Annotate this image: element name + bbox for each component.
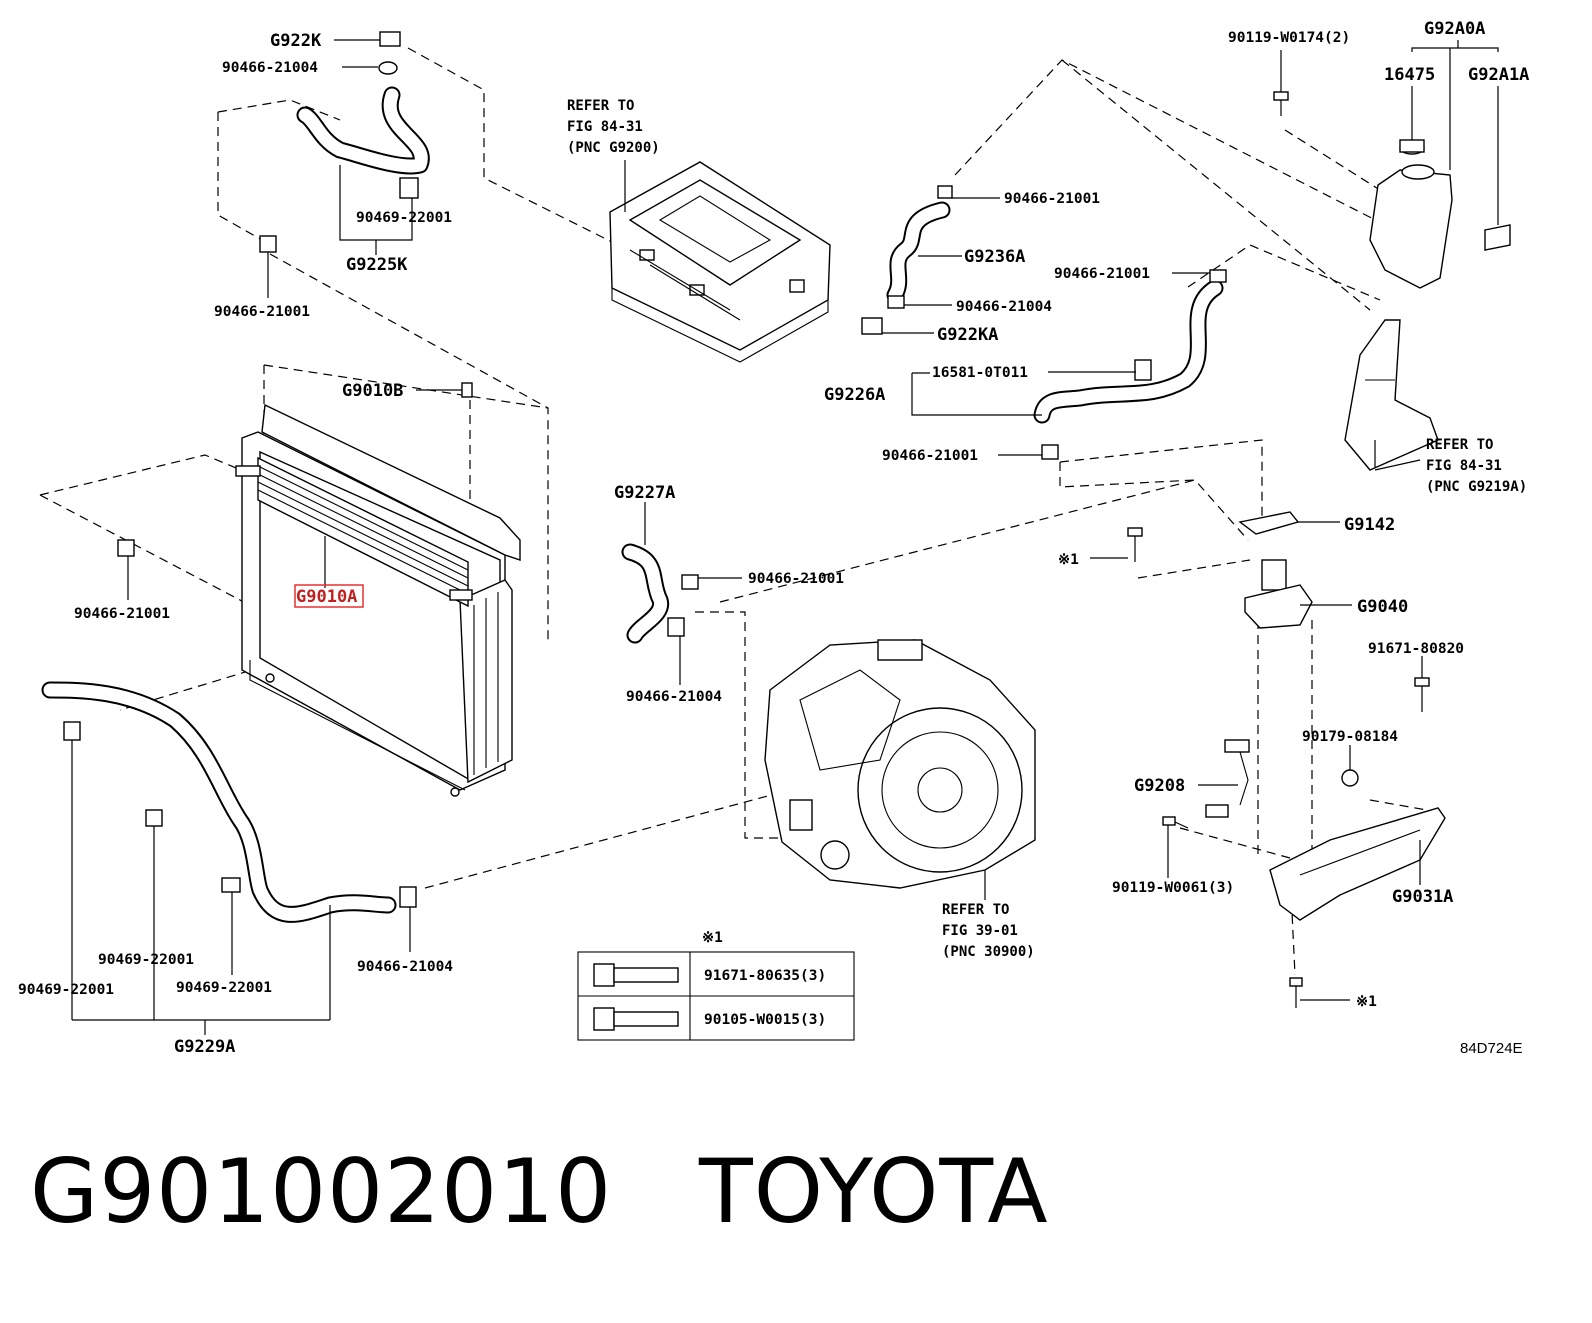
leader-lines <box>71 39 1499 1035</box>
clamp-90469-22001-d <box>221 877 241 893</box>
label-90119-w0061: 90119-W0061(3) <box>1112 880 1234 896</box>
radiator-assembly <box>235 403 521 797</box>
label-g922k: G922K <box>270 31 322 51</box>
label-g9010a[interactable]: G9010A <box>296 587 357 607</box>
label-16475: 16475 <box>1384 65 1435 85</box>
bolt-flange-icon <box>593 963 615 987</box>
bolt-mark1-b <box>1289 977 1303 987</box>
label-g9142: G9142 <box>1344 515 1395 535</box>
ref-reservoir-line3: (PNC G9219A) <box>1426 479 1527 495</box>
label-g9031a: G9031A <box>1392 887 1453 907</box>
footer-caption: G901002010 TOYOTA <box>30 1140 1049 1243</box>
label-91671-80820: 91671-80820 <box>1368 641 1464 657</box>
label-g92a1a: G92A1A <box>1468 65 1529 85</box>
bolt-90119-w0174 <box>1273 91 1289 101</box>
bolt-table-row-1: 91671-80635(3) <box>704 968 826 984</box>
clamp-90469-22001-a <box>399 177 419 199</box>
label-90466-21004: 90466-21004 <box>626 689 722 705</box>
clamp-90466-21001-e <box>1041 444 1059 460</box>
bolt-flange-icon <box>593 1007 615 1031</box>
clamp-90466-21001-f <box>681 574 699 590</box>
ref-inverter-line2: FIG 84-31 <box>567 119 643 135</box>
bolt-91671-80820 <box>1414 677 1430 687</box>
ref-transaxle-line3: (PNC 30900) <box>942 944 1035 960</box>
clamp-g922k <box>379 31 401 47</box>
label-90119-w0174: 90119-W0174(2) <box>1228 30 1350 46</box>
clamp-90466-21001-d <box>1209 269 1227 283</box>
water-pump-assembly <box>1205 511 1446 921</box>
ref-inverter-line3: (PNC G9200) <box>567 140 660 156</box>
label-g9236a: G9236A <box>964 247 1025 267</box>
label-mark1: ※1 <box>1356 994 1377 1010</box>
label-mark1: ※1 <box>1058 552 1079 568</box>
label-90466-21001: 90466-21001 <box>882 448 978 464</box>
label-90466-21004: 90466-21004 <box>956 299 1052 315</box>
ref-transaxle-line1: REFER TO <box>942 902 1009 918</box>
clamp-90466-21001-c <box>937 185 953 199</box>
label-90469-22001: 90469-22001 <box>98 952 194 968</box>
label-90469-22001: 90469-22001 <box>18 982 114 998</box>
footer-brand: TOYOTA <box>699 1140 1049 1243</box>
reservoir-assembly <box>1344 139 1511 471</box>
clamps <box>63 31 1359 908</box>
ref-transaxle-line2: FIG 39-01 <box>942 923 1018 939</box>
callout-labels: G922K 90466-21004 90469-22001 G9225K 904… <box>18 19 1529 1057</box>
label-g92a0a: G92A0A <box>1424 19 1485 39</box>
label-90466-21001: 90466-21001 <box>1054 266 1150 282</box>
label-90179-08184: 90179-08184 <box>1302 729 1398 745</box>
clamp-90469-22001-c <box>145 809 163 827</box>
cap-g9010b <box>461 382 473 398</box>
label-g9208: G9208 <box>1134 776 1185 796</box>
bolt-90119-w0061 <box>1162 816 1176 826</box>
clip-90466-21004-d <box>399 886 417 908</box>
label-90466-21004: 90466-21004 <box>222 60 318 76</box>
bolt-table <box>577 951 855 1041</box>
diagram-code: 84D724E <box>1460 1040 1523 1057</box>
label-90466-21001: 90466-21001 <box>214 304 310 320</box>
label-g922ka: G922KA <box>937 325 998 345</box>
label-g9225k: G9225K <box>346 255 408 275</box>
bolt-mark1-a <box>1127 527 1143 537</box>
footer-part-number: G901002010 <box>30 1140 613 1243</box>
clip-90466-21004-c <box>667 617 685 637</box>
label-g9229a: G9229A <box>174 1037 235 1057</box>
clamp-16581-0t011 <box>1134 359 1152 381</box>
bolt-table-row-2: 90105-W0015(3) <box>704 1012 826 1028</box>
clamp-90466-21001-b <box>117 539 135 557</box>
label-90466-21001: 90466-21001 <box>748 571 844 587</box>
highlight-g9010a <box>294 584 364 608</box>
label-g9010b: G9010B <box>342 381 403 401</box>
ref-reservoir-line1: REFER TO <box>1426 437 1493 453</box>
label-90469-22001: 90469-22001 <box>176 980 272 996</box>
ref-inverter-line1: REFER TO <box>567 98 634 114</box>
label-g9040: G9040 <box>1357 597 1408 617</box>
clip-90466-21004-a <box>378 61 398 75</box>
ref-reservoir-line2: FIG 84-31 <box>1426 458 1502 474</box>
clamp-90466-21001-a <box>259 235 277 253</box>
clamp-90469-22001-b <box>63 721 81 741</box>
label-90466-21004: 90466-21004 <box>357 959 453 975</box>
label-90466-21001: 90466-21001 <box>1004 191 1100 207</box>
label-g9226a: G9226A <box>824 385 885 405</box>
label-90466-21001: 90466-21001 <box>74 606 170 622</box>
fitting-g922ka <box>861 317 883 335</box>
clip-90466-21004-b <box>887 295 905 309</box>
transaxle-assembly <box>764 639 1036 889</box>
label-90469-22001: 90469-22001 <box>356 210 452 226</box>
inverter-assembly <box>609 161 831 363</box>
label-g9227a: G9227A <box>614 483 675 503</box>
label-16581-0t011: 16581-0T011 <box>932 365 1028 381</box>
bolt-table-header: ※1 <box>702 930 723 946</box>
nut-90179-08184 <box>1341 769 1359 787</box>
hoses <box>41 86 1224 923</box>
